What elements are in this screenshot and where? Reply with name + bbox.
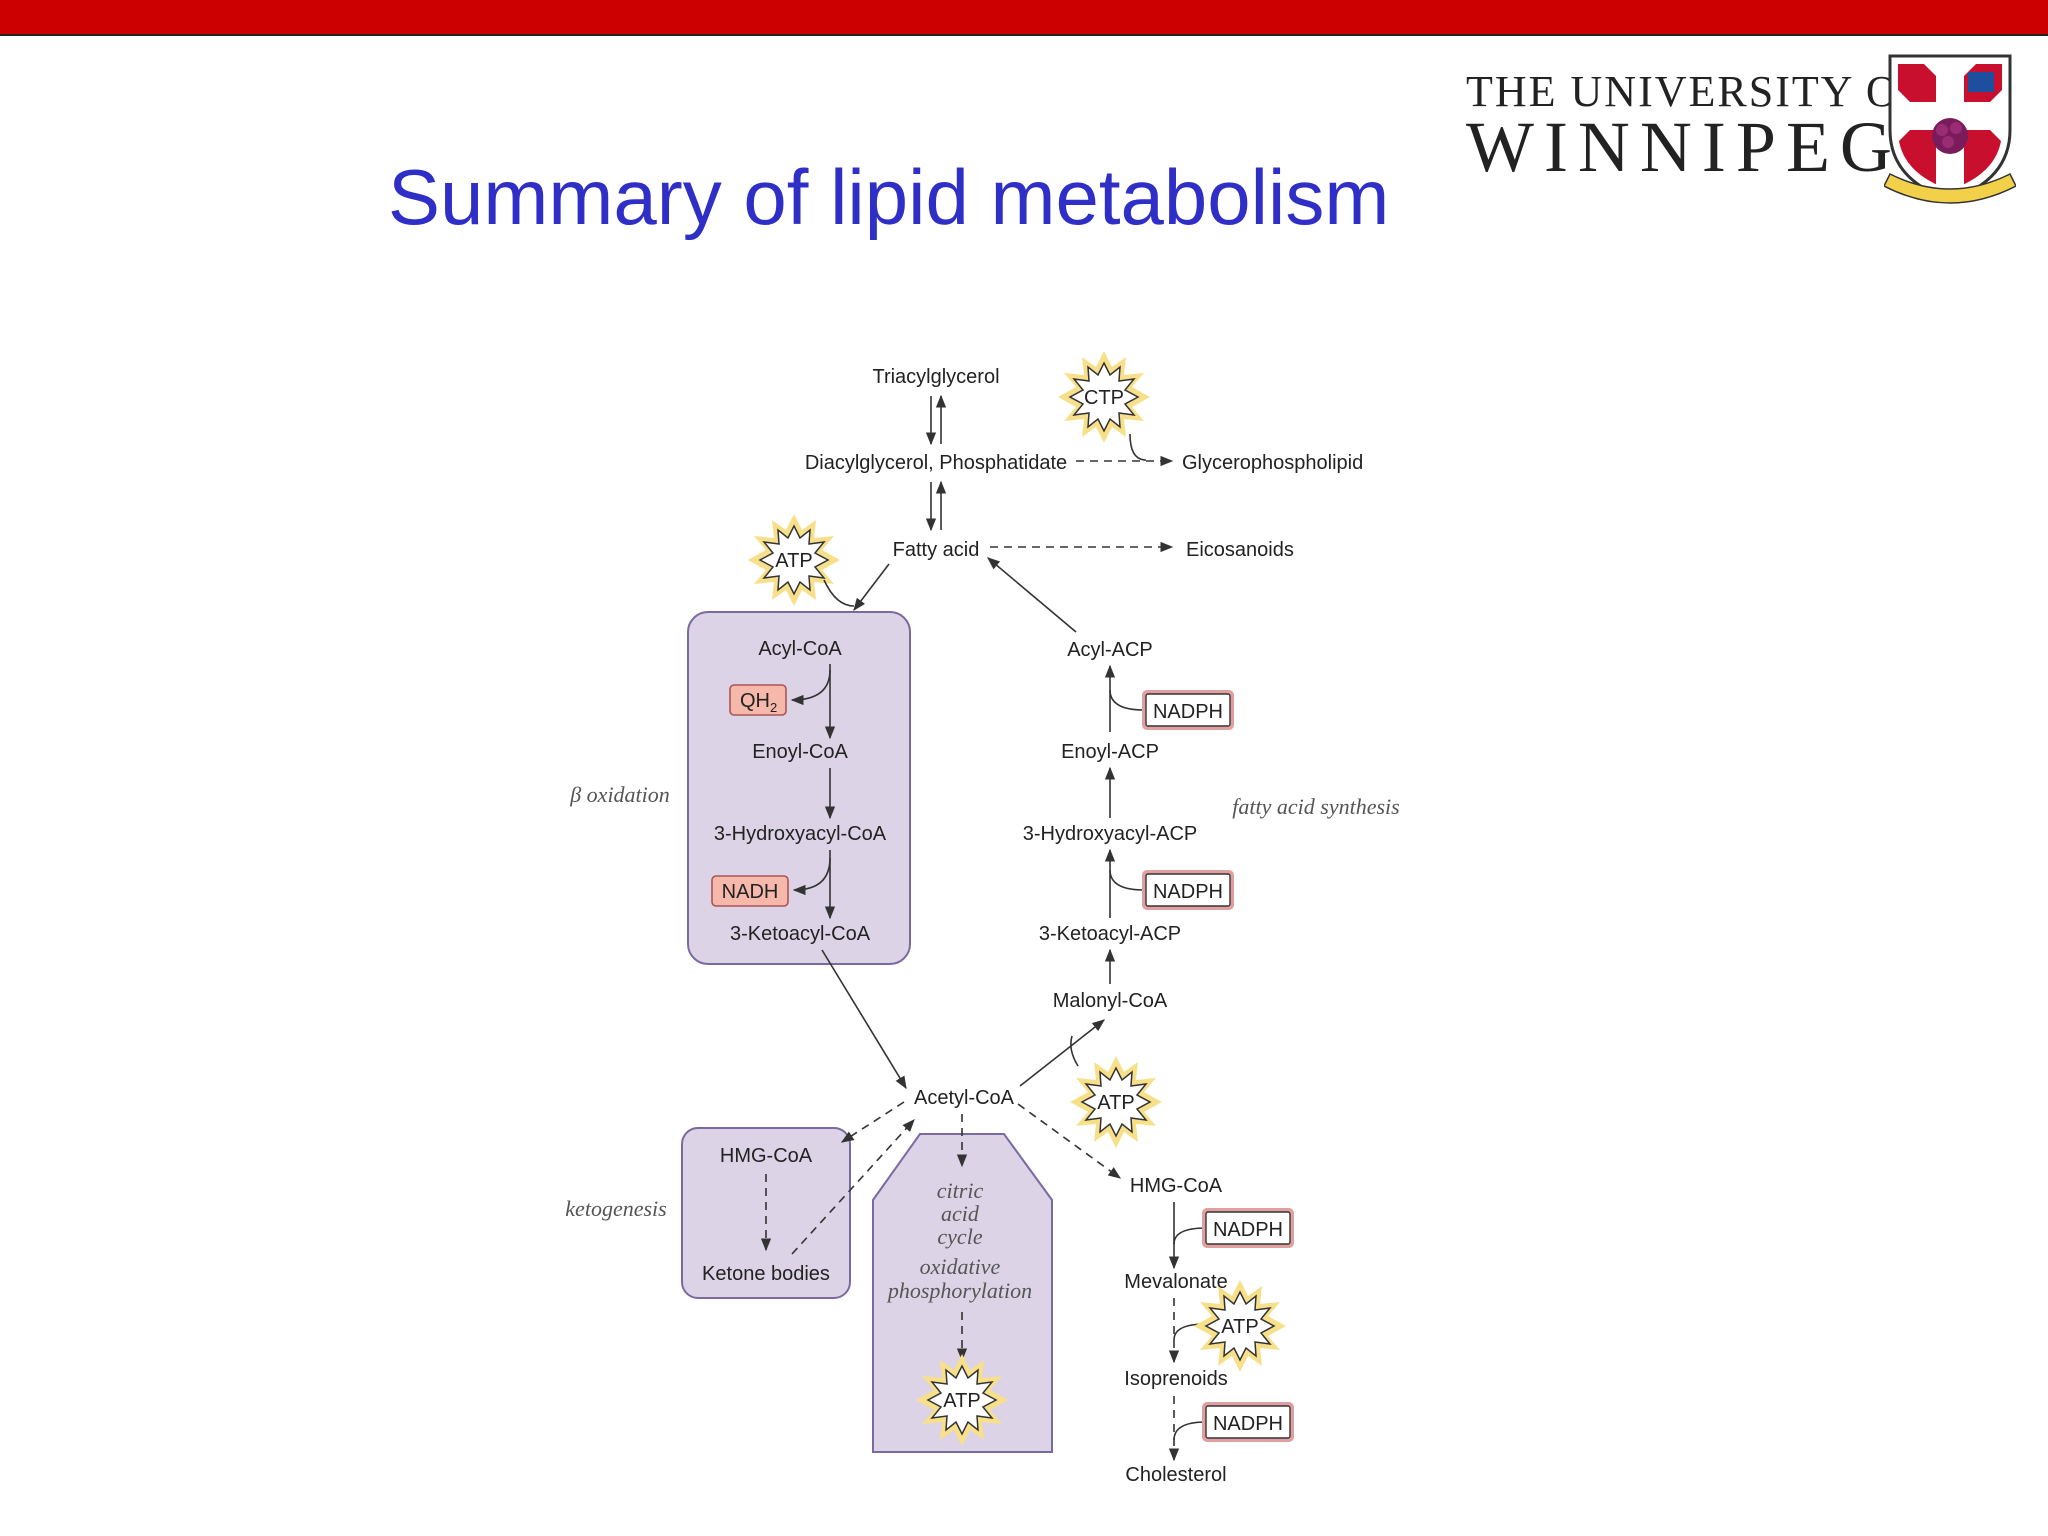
qh2-box	[729, 684, 787, 716]
node-eicosanoids: Eicosanoids	[1186, 539, 1294, 561]
node-triacylglycerol: Triacylglycerol	[872, 366, 999, 388]
atp-label-mevalonate: ATP	[1221, 1316, 1258, 1338]
university-crest-icon	[1884, 54, 2016, 204]
label-beta-oxidation: β oxidation	[569, 782, 670, 807]
beta-oxidation-box	[687, 611, 911, 965]
node-acyl-acp: Acyl-ACP	[1067, 639, 1153, 661]
node-3-hydroxyacyl-acp: 3-Hydroxyacyl-ACP	[1023, 823, 1197, 845]
atp-star-icon-malonyl: ATP	[1069, 1055, 1163, 1149]
nadph-label-1: NADPH	[1153, 701, 1223, 723]
node-acetyl-coa: Acetyl-CoA	[914, 1087, 1015, 1109]
node-3-ketoacyl-acp: 3-Ketoacyl-ACP	[1039, 923, 1181, 945]
label-fatty-acid-synthesis: fatty acid synthesis	[1232, 794, 1399, 819]
atp-label-fatty-acid: ATP	[775, 550, 812, 572]
node-fatty-acid: Fatty acid	[893, 539, 980, 561]
slide-title: Summary of lipid metabolism	[388, 153, 1390, 241]
atp-label-malonyl: ATP	[1097, 1092, 1134, 1114]
node-glycerophospholipid: Glycerophospholipid	[1182, 452, 1363, 474]
university-logo-text: THE UNIVERSITY OF WINNIPEG	[1466, 66, 1926, 183]
label-acid: acid	[941, 1201, 980, 1226]
label-citric: citric	[937, 1178, 984, 1203]
node-enoyl-acp: Enoyl-ACP	[1061, 741, 1159, 763]
nadph-label-3: NADPH	[1213, 1219, 1283, 1241]
node-diacylglycerol-phosphatidate: Diacylglycerol, Phosphatidate	[805, 452, 1067, 474]
nadh-box	[711, 875, 789, 907]
nadph-label-2: NADPH	[1153, 881, 1223, 903]
node-3-ketoacyl-coa: 3-Ketoacyl-CoA	[730, 923, 871, 945]
logo-line-1: THE UNIVERSITY OF	[1466, 67, 1927, 116]
node-mevalonate: Mevalonate	[1124, 1271, 1227, 1293]
label-oxidative: oxidative	[920, 1254, 1001, 1279]
node-isoprenoids: Isoprenoids	[1124, 1368, 1227, 1390]
node-hmg-coa-left: HMG-CoA	[720, 1145, 813, 1167]
node-acyl-coa: Acyl-CoA	[758, 638, 842, 660]
citric-acid-cycle-box	[872, 1133, 1053, 1453]
atp-label-oxphos: ATP	[943, 1390, 980, 1412]
atp-star-icon-fatty-acid: ATP	[747, 513, 841, 607]
atp-star-icon-mevalonate: ATP	[1193, 1279, 1287, 1373]
label-cycle: cycle	[937, 1224, 982, 1249]
node-enoyl-coa: Enoyl-CoA	[752, 741, 848, 763]
node-ketone-bodies: Ketone bodies	[702, 1263, 830, 1285]
atp-star-icon-oxphos: ATP	[915, 1353, 1009, 1447]
top-red-bar	[0, 0, 2048, 36]
label-ketogenesis: ketogenesis	[565, 1196, 666, 1221]
ctp-star-icon: CTP	[1057, 350, 1151, 444]
node-cholesterol: Cholesterol	[1125, 1464, 1226, 1486]
qh2-label: QH2	[740, 690, 777, 715]
logo-line-2: WINNIPEG	[1466, 107, 1902, 187]
nadph-label-4: NADPH	[1213, 1413, 1283, 1435]
node-3-hydroxyacyl-coa: 3-Hydroxyacyl-CoA	[714, 823, 887, 845]
ctp-label: CTP	[1084, 387, 1124, 409]
label-phosphorylation: phosphorylation	[886, 1278, 1032, 1303]
nadh-label: NADH	[722, 881, 779, 903]
node-malonyl-coa: Malonyl-CoA	[1053, 990, 1168, 1012]
node-hmg-coa-right: HMG-CoA	[1130, 1175, 1223, 1197]
ketogenesis-box	[681, 1127, 851, 1299]
